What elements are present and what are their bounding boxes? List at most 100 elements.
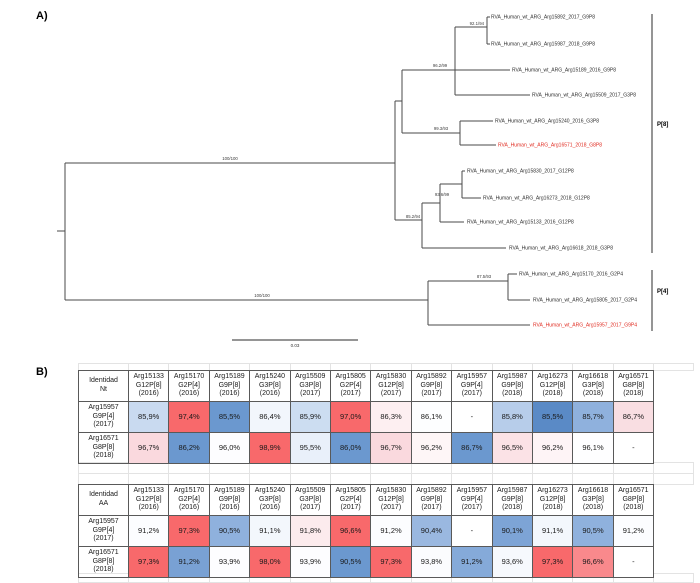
identity-cell: 91,2% [127, 515, 170, 547]
identity-cell: 90,1% [491, 515, 533, 547]
identity-cell: 93,9% [208, 546, 251, 578]
identity-cell: 86,7% [612, 401, 655, 433]
identity-cell: 97,3% [370, 546, 412, 578]
identity-cell: 97,3% [531, 546, 574, 578]
identity-cell: 90,5% [572, 515, 614, 547]
column-header: Arg15957 G9P[4] (2017) [451, 484, 493, 516]
column-header: Arg15830 G12P[8] (2017) [370, 370, 412, 402]
column-header: Arg15170 G2P[4] (2016) [168, 484, 210, 516]
identity-cell: 97,3% [168, 515, 210, 547]
identity-cell: 96,5% [491, 432, 533, 464]
identity-cell: 96,6% [329, 515, 372, 547]
clade-label-p4: P[4] [657, 289, 668, 295]
identity-cell: 96,2% [410, 432, 453, 464]
identity-cell: 90,5% [329, 546, 372, 578]
taxon-label: RVA_Human_wt_ARG_Arg15133_2016_G12P8 [467, 219, 574, 225]
identity-cell: - [612, 432, 655, 464]
row-header: Arg15957 G9P[4] (2017) [78, 515, 129, 547]
clade-label-p8: P[8] [657, 122, 668, 128]
column-header: Arg15957 G9P[4] (2017) [451, 370, 493, 402]
identity-cell: 86,1% [410, 401, 453, 433]
taxon-label: RVA_Human_wt_ARG_Arg16273_2018_G12P8 [483, 195, 590, 201]
taxon-label: RVA_Human_wt_ARG_Arg15987_2018_G9P8 [491, 41, 595, 47]
identity-cell: 86,2% [168, 432, 210, 464]
row-header: Arg16571 G8P[8] (2018) [78, 546, 129, 578]
column-header: Arg15987 G9P[8] (2018) [491, 370, 533, 402]
column-header: Arg15805 G2P[4] (2017) [329, 484, 372, 516]
identity-cell: 96,7% [127, 432, 170, 464]
identity-cell: - [451, 401, 493, 433]
support-value: 85.2/94 [406, 214, 421, 219]
identity-cell: 91,8% [289, 515, 331, 547]
column-header: Arg15805 G2P[4] (2017) [329, 370, 372, 402]
identity-cell: 86,3% [370, 401, 412, 433]
column-header: Arg15987 G9P[8] (2018) [491, 484, 533, 516]
identity-cell: 90,4% [410, 515, 453, 547]
identity-cell: 86,0% [329, 432, 372, 464]
row-header: Arg16571 G8P[8] (2018) [78, 432, 129, 464]
identity-cell: 96,0% [208, 432, 251, 464]
column-header: Arg15133 G12P[8] (2016) [127, 484, 170, 516]
column-header: Arg16571 G8P[8] (2018) [612, 484, 655, 516]
identity-cell: 98,0% [249, 546, 291, 578]
column-header: Arg15170 G2P[4] (2016) [168, 370, 210, 402]
column-header: Arg16273 G12P[8] (2018) [531, 484, 574, 516]
taxon-label-highlighted: RVA_Human_wt_ARG_Arg16571_2018_G8P8 [498, 142, 602, 148]
identity-cell: 86,7% [451, 432, 493, 464]
taxon-label: RVA_Human_wt_ARG_Arg15240_2016_G3P8 [495, 118, 599, 124]
identity-cell: 85,7% [572, 401, 614, 433]
table-corner-label: Identidad AA [78, 484, 129, 516]
column-header: Arg15830 G12P[8] (2017) [370, 484, 412, 516]
identity-cell: 96,6% [572, 546, 614, 578]
identity-cell: 91,1% [531, 515, 574, 547]
support-value: 87.5/93 [477, 274, 492, 279]
identity-cell: 91,1% [249, 515, 291, 547]
identity-cell: 91,2% [451, 546, 493, 578]
identity-cell: 93,8% [410, 546, 453, 578]
identity-cell: 91,2% [370, 515, 412, 547]
identity-cell: 97,3% [127, 546, 170, 578]
identity-cell: 91,2% [168, 546, 210, 578]
identity-cell: 85,9% [127, 401, 170, 433]
identity-cell: 93,9% [289, 546, 331, 578]
column-header: Arg15509 G3P[8] (2017) [289, 370, 331, 402]
identity-cell: 90,5% [208, 515, 251, 547]
identity-cell: 98,9% [249, 432, 291, 464]
taxon-label: RVA_Human_wt_ARG_Arg15830_2017_G12P8 [467, 168, 574, 174]
identity-cell: - [612, 546, 655, 578]
identity-cell: 86,4% [249, 401, 291, 433]
taxon-label: RVA_Human_wt_ARG_Arg15170_2016_G2P4 [519, 271, 623, 277]
column-header: Arg15189 G9P[8] (2016) [208, 370, 251, 402]
identity-cell: 85,9% [289, 401, 331, 433]
support-value: 100/100 [222, 156, 238, 161]
identity-cell: 96,7% [370, 432, 412, 464]
taxon-label: RVA_Human_wt_ARG_Arg15805_2017_G2P4 [533, 297, 637, 303]
identity-cell: 93,6% [491, 546, 533, 578]
support-value: 92.1/94 [470, 21, 485, 26]
identity-cell: 91,2% [612, 515, 655, 547]
taxon-label: RVA_Human_wt_ARG_Arg15189_2016_G9P8 [512, 67, 616, 73]
phylogenetic-tree: 0.03 RVA_Human_wt_ARG_Arg15892_2017_G9P8… [57, 14, 668, 348]
taxon-label: RVA_Human_wt_ARG_Arg16618_2018_G3P8 [509, 245, 613, 251]
scale-label: 0.03 [291, 343, 300, 348]
column-header: Arg15509 G3P[8] (2017) [289, 484, 331, 516]
support-value: 100/100 [254, 293, 270, 298]
identity-cell: 85,5% [208, 401, 251, 433]
table-corner-label: Identidad Nt [78, 370, 129, 402]
taxon-label: RVA_Human_wt_ARG_Arg15892_2017_G9P8 [491, 14, 595, 20]
column-header: Arg15189 G9P[8] (2016) [208, 484, 251, 516]
row-header: Arg15957 G9P[4] (2017) [78, 401, 129, 433]
column-header: Arg15133 G12P[8] (2016) [127, 370, 170, 402]
column-header: Arg16273 G12P[8] (2018) [531, 370, 574, 402]
spreadsheet-gridlines [78, 462, 695, 485]
column-header: Arg15892 G9P[8] (2017) [410, 484, 453, 516]
column-header: Arg15240 G3P[8] (2016) [249, 484, 291, 516]
identity-cell: 97,4% [168, 401, 210, 433]
tree-branches [57, 16, 530, 326]
identity-cell: 85,5% [531, 401, 574, 433]
panel-b-label: B) [36, 366, 48, 378]
